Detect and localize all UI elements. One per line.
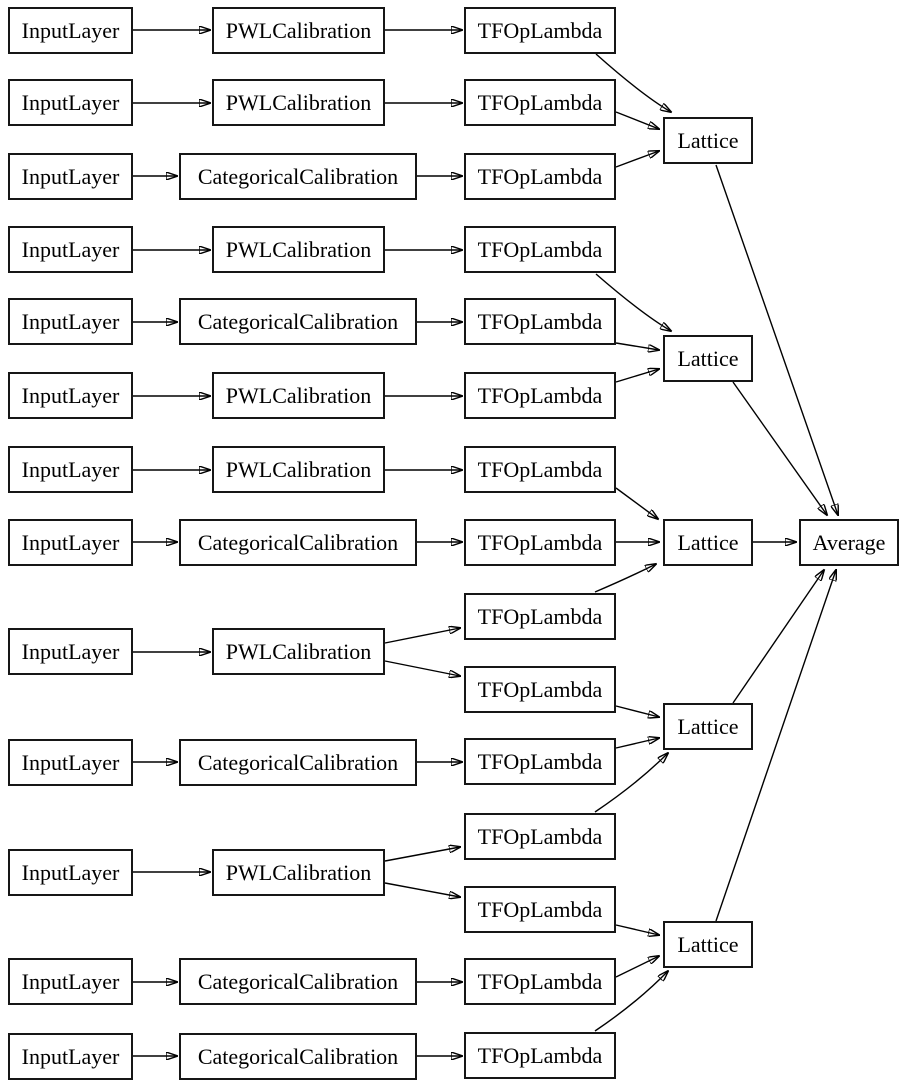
node-pwl-calibration-4: PWLCalibration <box>212 372 385 419</box>
edge-tf-op-lambda-6-to-lattice-2 <box>615 369 659 383</box>
node-inputlayer-4: InputLayer <box>8 226 133 273</box>
edge-tf-op-lambda-5-to-lattice-2 <box>615 342 659 350</box>
node-categorical-calibration-1: CategoricalCalibration <box>179 153 417 200</box>
node-tf-op-lambda-11: TFOpLambda <box>464 738 616 785</box>
edge-tf-op-lambda-7-to-lattice-3 <box>615 487 658 519</box>
edge-tf-op-lambda-1-to-lattice-1 <box>595 53 671 112</box>
edge-tf-op-lambda-10-to-lattice-4 <box>615 705 659 717</box>
node-average: Average <box>799 519 899 566</box>
node-lattice-1: Lattice <box>663 117 753 164</box>
node-tf-op-lambda-14: TFOpLambda <box>464 958 616 1005</box>
node-inputlayer-6: InputLayer <box>8 372 133 419</box>
node-pwl-calibration-6: PWLCalibration <box>212 628 385 675</box>
edge-pwl-calibration-7-to-tf-op-lambda-12 <box>384 847 460 862</box>
node-categorical-calibration-3: CategoricalCalibration <box>179 519 417 566</box>
node-categorical-calibration-2: CategoricalCalibration <box>179 298 417 345</box>
edge-tf-op-lambda-2-to-lattice-1 <box>615 111 659 129</box>
node-tf-op-lambda-7: TFOpLambda <box>464 446 616 493</box>
node-inputlayer-1: InputLayer <box>8 7 133 54</box>
edge-tf-op-lambda-14-to-lattice-5 <box>615 956 659 978</box>
edge-lattice-2-to-average <box>732 381 827 515</box>
edge-tf-op-lambda-15-to-lattice-5 <box>594 971 668 1032</box>
node-tf-op-lambda-9: TFOpLambda <box>464 593 616 640</box>
node-categorical-calibration-4: CategoricalCalibration <box>179 739 417 786</box>
node-tf-op-lambda-4: TFOpLambda <box>464 226 616 273</box>
node-lattice-5: Lattice <box>663 921 753 968</box>
edge-pwl-calibration-6-to-tf-op-lambda-9 <box>384 628 460 644</box>
node-inputlayer-8: InputLayer <box>8 519 133 566</box>
node-pwl-calibration-1: PWLCalibration <box>212 7 385 54</box>
edge-tf-op-lambda-3-to-lattice-1 <box>615 151 659 168</box>
edge-lattice-1-to-average <box>715 164 838 515</box>
node-inputlayer-7: InputLayer <box>8 446 133 493</box>
edge-pwl-calibration-6-to-tf-op-lambda-10 <box>384 660 460 676</box>
edge-lattice-4-to-average <box>732 570 824 704</box>
node-pwl-calibration-5: PWLCalibration <box>212 446 385 493</box>
node-inputlayer-12: InputLayer <box>8 958 133 1005</box>
node-tf-op-lambda-8: TFOpLambda <box>464 519 616 566</box>
node-pwl-calibration-3: PWLCalibration <box>212 226 385 273</box>
edge-lattice-5-to-average <box>715 570 836 922</box>
node-inputlayer-3: InputLayer <box>8 153 133 200</box>
node-pwl-calibration-2: PWLCalibration <box>212 79 385 126</box>
node-inputlayer-9: InputLayer <box>8 628 133 675</box>
edge-tf-op-lambda-4-to-lattice-2 <box>595 273 671 331</box>
node-tf-op-lambda-12: TFOpLambda <box>464 813 616 860</box>
node-tf-op-lambda-15: TFOpLambda <box>464 1032 616 1079</box>
edge-tf-op-lambda-11-to-lattice-4 <box>615 738 659 749</box>
node-lattice-2: Lattice <box>663 335 753 382</box>
edge-tf-op-lambda-12-to-lattice-4 <box>594 753 668 813</box>
edge-pwl-calibration-7-to-tf-op-lambda-13 <box>384 882 460 897</box>
node-tf-op-lambda-2: TFOpLambda <box>464 79 616 126</box>
node-pwl-calibration-7: PWLCalibration <box>212 849 385 896</box>
node-tf-op-lambda-1: TFOpLambda <box>464 7 616 54</box>
node-lattice-4: Lattice <box>663 703 753 750</box>
node-inputlayer-13: InputLayer <box>8 1033 133 1080</box>
node-inputlayer-10: InputLayer <box>8 739 133 786</box>
node-inputlayer-2: InputLayer <box>8 79 133 126</box>
node-categorical-calibration-6: CategoricalCalibration <box>179 1033 417 1080</box>
edge-tf-op-lambda-9-to-lattice-3 <box>594 564 656 593</box>
node-tf-op-lambda-5: TFOpLambda <box>464 298 616 345</box>
node-tf-op-lambda-13: TFOpLambda <box>464 886 616 933</box>
node-tf-op-lambda-10: TFOpLambda <box>464 666 616 713</box>
node-tf-op-lambda-6: TFOpLambda <box>464 372 616 419</box>
node-lattice-3: Lattice <box>663 519 753 566</box>
node-inputlayer-5: InputLayer <box>8 298 133 345</box>
node-tf-op-lambda-3: TFOpLambda <box>464 153 616 200</box>
edge-tf-op-lambda-13-to-lattice-5 <box>615 924 659 935</box>
node-inputlayer-11: InputLayer <box>8 849 133 896</box>
node-categorical-calibration-5: CategoricalCalibration <box>179 958 417 1005</box>
